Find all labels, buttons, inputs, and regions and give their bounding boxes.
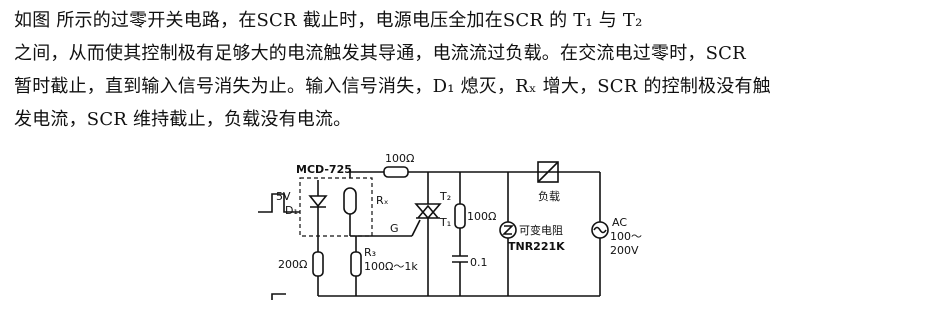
resistor-200 xyxy=(312,251,324,277)
varistor-cn-label: 可变电阻 xyxy=(519,223,563,237)
varistor-z xyxy=(502,225,514,235)
capacitor-label: 0.1 xyxy=(470,256,488,269)
mcd-725-label: MCD-725 xyxy=(296,163,352,176)
resistor-top-label: 100Ω xyxy=(385,152,414,165)
load-label: 负载 xyxy=(538,189,560,203)
rx-label: Rₓ xyxy=(376,194,389,207)
resistor-snubber-label: 100Ω xyxy=(467,210,496,223)
d1-label: D₁ xyxy=(285,204,298,217)
gate-label: G xyxy=(390,222,399,235)
ac-label: AC xyxy=(612,216,627,229)
r3-value-label: 100Ω～1k xyxy=(364,260,418,273)
ground-symbol xyxy=(271,293,286,300)
input-pulse-wire xyxy=(258,193,300,213)
input-voltage-label: 5V xyxy=(276,190,291,203)
mcd-725-box xyxy=(299,177,373,237)
resistor-200-label: 200Ω xyxy=(278,258,307,271)
r3-label: R₃ xyxy=(364,246,376,259)
paragraph-line-1: 如图 所示的过零开关电路，在SCR 截止时，电源电压全加在SCR 的 T₁ 与 … xyxy=(14,10,643,31)
ac-sine xyxy=(593,226,607,234)
ac-volt-label: 200V xyxy=(610,244,639,257)
load-box xyxy=(537,161,559,183)
paragraph: 如图 所示的过零开关电路，在SCR 截止时，电源电压全加在SCR 的 T₁ 与 … xyxy=(14,4,919,136)
gate-lead xyxy=(411,219,421,237)
rx-photoresistor xyxy=(343,187,357,215)
ac-range-label: 100～ xyxy=(610,230,642,243)
resistor-snubber xyxy=(454,203,466,229)
paragraph-line-4: 发电流，SCR 维持截止，负载没有电流。 xyxy=(14,109,352,130)
t2-label: T₂ xyxy=(439,190,451,203)
scr-triac xyxy=(414,203,442,220)
led-d1 xyxy=(308,195,328,208)
paragraph-line-3: 暂时截止，直到输入信号消失为止。输入信号消失，D₁ 熄灭，Rₓ 增大，SCR 的… xyxy=(14,76,771,97)
capacitor xyxy=(452,255,468,263)
resistor-top xyxy=(383,166,409,178)
resistor-r3 xyxy=(350,251,362,277)
paragraph-line-2: 之间，从而使其控制极有足够大的电流触发其导通，电流流过负载。在交流电过零时，SC… xyxy=(14,43,746,64)
t1-label: T₁ xyxy=(439,216,451,229)
load-diagonal xyxy=(537,161,559,183)
varistor-model-label: TNR221K xyxy=(508,240,565,253)
